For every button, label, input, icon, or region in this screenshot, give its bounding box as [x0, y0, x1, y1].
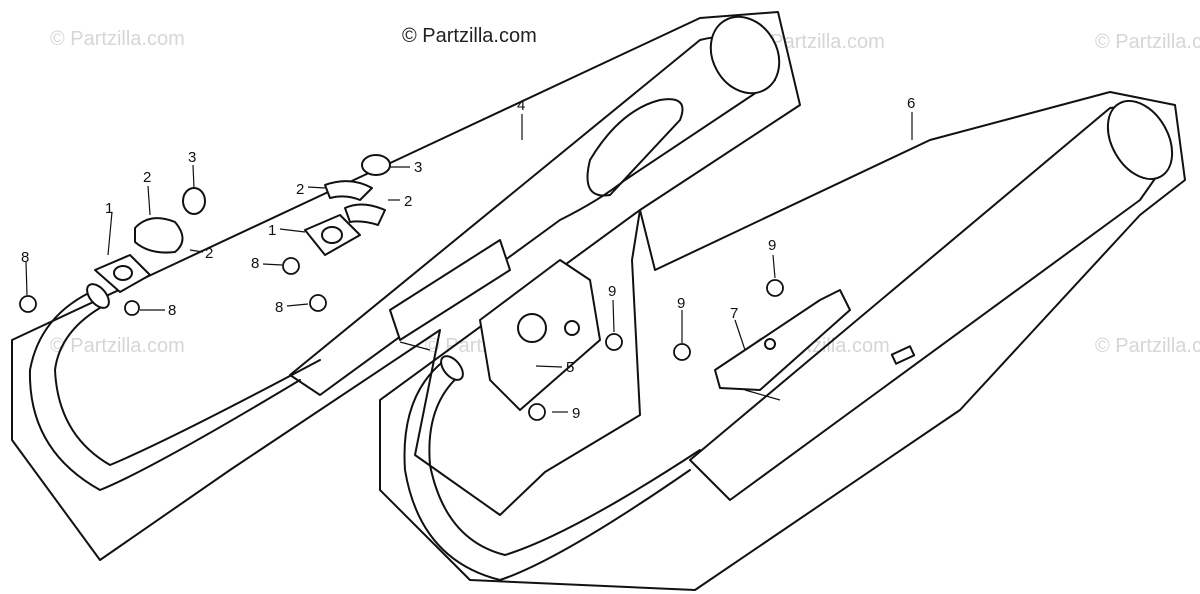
collet-left — [134, 217, 184, 254]
callout-8-a: 8 — [21, 249, 29, 266]
collet-right-upper — [324, 180, 373, 201]
callout-3-right: 3 — [414, 159, 422, 176]
callout-8-c: 8 — [251, 255, 259, 272]
muffler-left — [11, 11, 801, 561]
callout-2-right-a: 2 — [296, 181, 304, 198]
callout-2-left-bottom: 2 — [205, 245, 213, 262]
watermark-far-right: © Partzilla.com — [1095, 335, 1200, 357]
callout-1-right: 1 — [268, 222, 276, 239]
callout-7: 7 — [730, 305, 738, 322]
callout-2-left-top: 2 — [143, 169, 151, 186]
nut-9-d — [766, 279, 784, 297]
nut-8-b — [124, 300, 140, 316]
muffler-right — [379, 91, 1186, 591]
callout-9-a: 9 — [608, 283, 616, 300]
callout-9-d: 9 — [768, 237, 776, 254]
nut-9-c — [673, 343, 691, 361]
callout-8-d: 8 — [275, 299, 283, 316]
callout-3-left: 3 — [188, 149, 196, 166]
nut-9-b — [528, 403, 546, 421]
callout-9-b: 9 — [572, 405, 580, 422]
callout-8-b: 8 — [168, 302, 176, 319]
collet-right-lower — [344, 203, 386, 226]
callout-4: 4 — [517, 97, 525, 114]
ring-left — [182, 187, 206, 215]
callout-6: 6 — [907, 95, 915, 112]
watermark-top-right: © Partzilla.com — [1095, 31, 1200, 53]
nut-8-a — [19, 295, 37, 313]
nut-8-c — [282, 257, 300, 275]
nut-9-a — [605, 333, 623, 351]
watermark-mid-left: © Partzilla.com — [50, 335, 185, 357]
nut-8-d — [309, 294, 327, 312]
callout-9-c: 9 — [677, 295, 685, 312]
callout-2-right-b: 2 — [404, 193, 412, 210]
watermark-top-left: © Partzilla.com — [50, 28, 185, 50]
leader-lines — [25, 112, 913, 413]
callout-1-left: 1 — [105, 200, 113, 217]
watermark-main: © Partzilla.com — [402, 25, 537, 47]
callout-5: 5 — [566, 359, 574, 376]
ring-right — [361, 154, 391, 176]
